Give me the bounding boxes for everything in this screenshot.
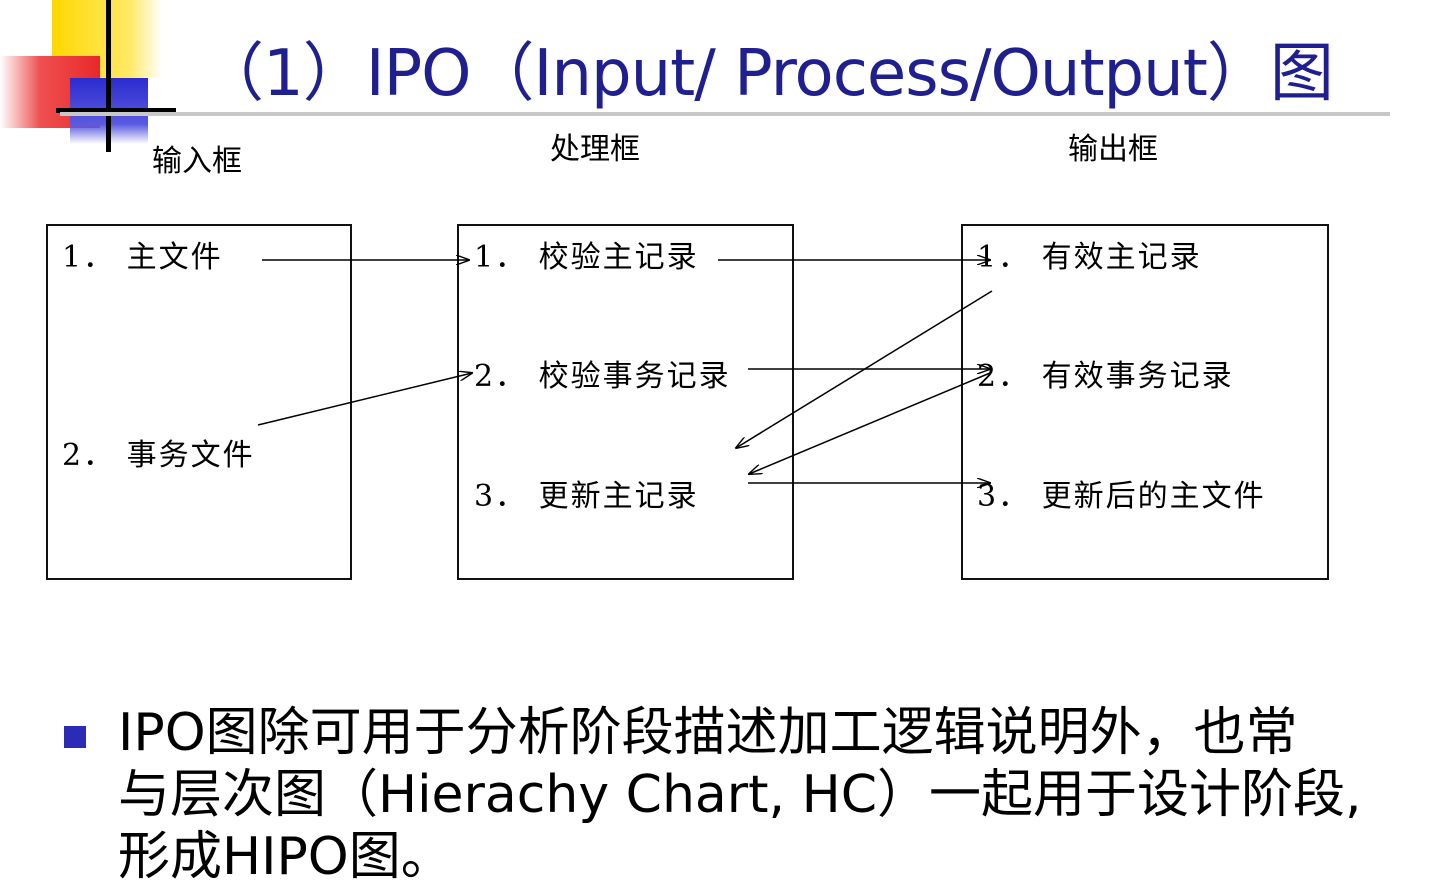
- bullet-line-3: 形成HIPO图。: [118, 827, 453, 887]
- logo-horizontal-line: [56, 108, 176, 113]
- input-frame-label: 输入框: [152, 144, 242, 179]
- process-box: [457, 224, 794, 580]
- output-box: [961, 224, 1329, 580]
- arrow-transaction-to-validate-transaction: [257, 373, 472, 426]
- page-title: （1）IPO（Input/ Process/Output）图: [200, 37, 1334, 111]
- output-frame-label: 输出框: [1068, 132, 1158, 167]
- logo-vertical-line: [106, 0, 111, 152]
- bullet-line-2: 与层次图（Hierachy Chart, HC）一起用于设计阶段,: [118, 765, 1362, 825]
- title-divider: [60, 112, 1390, 116]
- square-bullet-icon: [64, 726, 86, 748]
- process-item-update-master: 3． 更新主记录: [474, 479, 699, 514]
- input-item-master-file: 1． 主文件: [62, 240, 223, 275]
- process-item-validate-master: 1． 校验主记录: [474, 240, 699, 275]
- output-item-valid-master: 1． 有效主记录: [977, 240, 1202, 275]
- decorative-logo: [0, 0, 200, 160]
- output-item-updated-master-file: 3． 更新后的主文件: [977, 479, 1266, 514]
- process-item-validate-transaction: 2． 校验事务记录: [474, 359, 731, 394]
- arrow-valid-transaction-to-update: [749, 372, 991, 474]
- process-frame-label: 处理框: [550, 132, 640, 167]
- input-box: [46, 224, 352, 580]
- bullet-line-1: IPO图除可用于分析阶段描述加工逻辑说明外，也常: [118, 703, 1298, 763]
- arrow-valid-master-to-update: [736, 290, 993, 448]
- input-item-transaction-file: 2． 事务文件: [62, 438, 255, 473]
- output-item-valid-transaction: 2． 有效事务记录: [977, 359, 1234, 394]
